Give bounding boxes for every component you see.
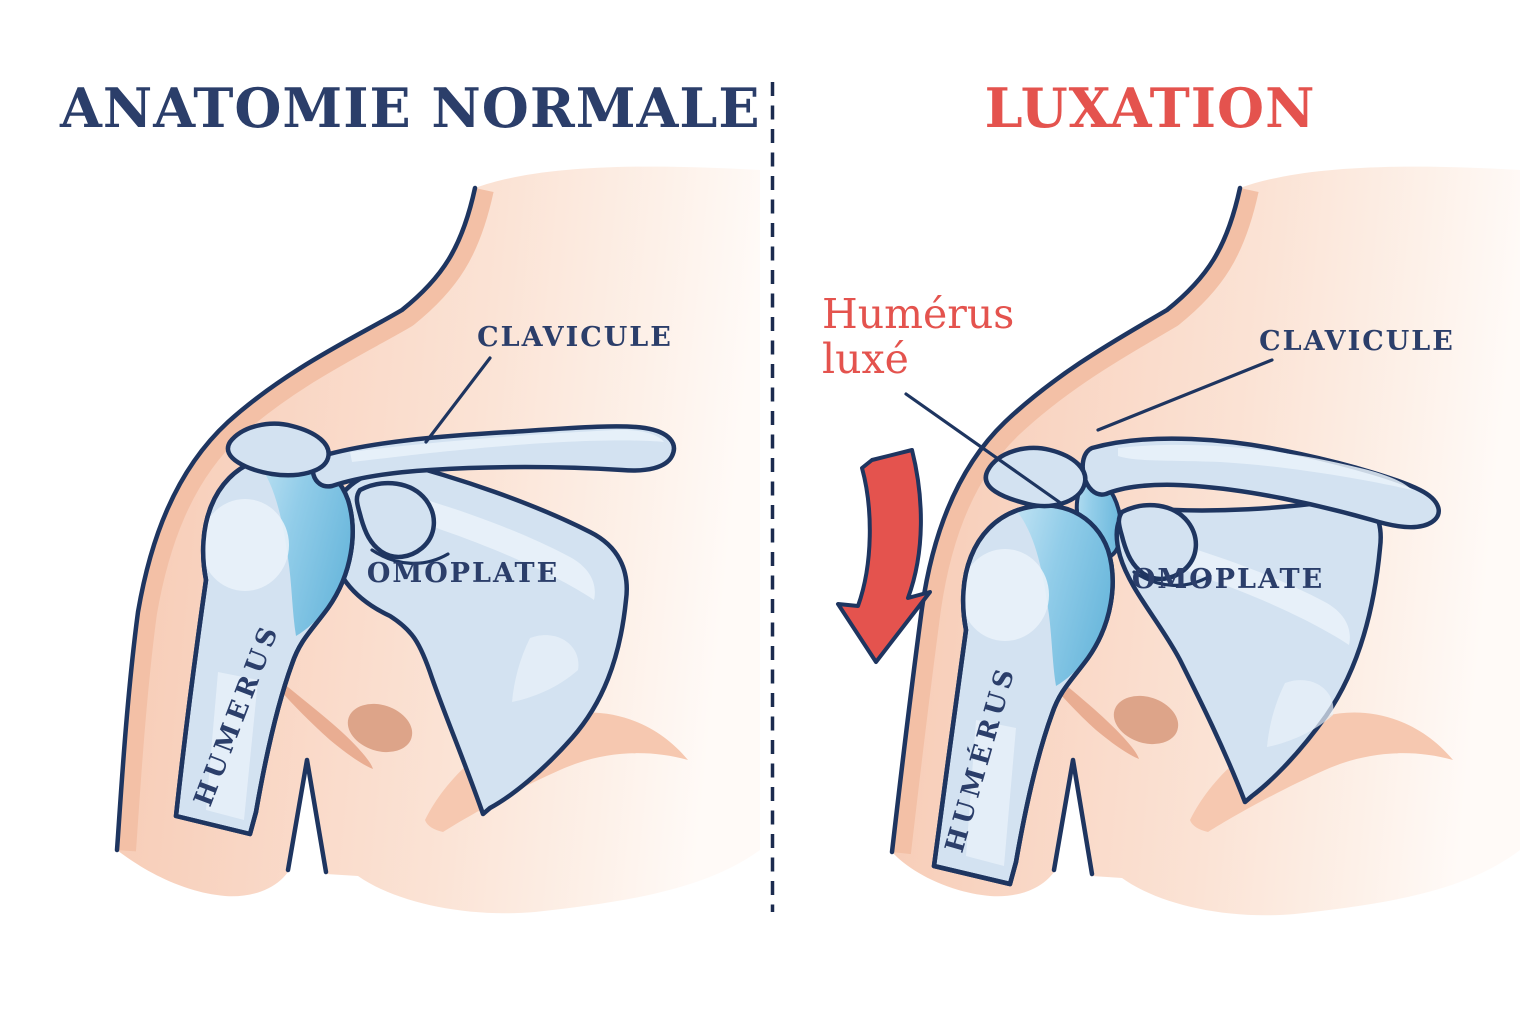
scapula-label: OMOPLATE [1132,564,1324,595]
scapula-highlight [1267,680,1334,747]
humeral-cartilage [1016,506,1111,686]
nipple [1113,695,1179,745]
humeral-head-highlight [961,549,1049,641]
coracoid-bone [1116,503,1198,582]
acromion-bone [983,445,1088,509]
humerus-shaft-highlight [206,672,258,820]
dislocated-humerus-label-line1: Humérus [822,290,1014,338]
armpit-fold [280,682,373,769]
armpit-crease [1051,757,1095,877]
coracoid-notch-line [370,548,450,565]
dislocated-humerus-leader-line [904,392,1064,506]
humeral-head-highlight [201,499,289,591]
nipple [347,703,413,753]
clavicle-label: CLAVICULE [1259,326,1455,357]
clavicle-leader-line [424,356,492,444]
coracoid-notch-line [1132,570,1212,587]
humeral-cartilage [256,456,351,636]
clavicle-highlight [1118,444,1412,490]
clavicle-label: CLAVICULE [477,322,673,353]
humerus-shaft-highlight [966,720,1016,866]
right-panel-title: LUXATION [984,76,1316,140]
scapula-highlight [1173,543,1350,645]
armpit-crease [285,757,329,875]
armpit-fold [1046,670,1139,759]
normal-anatomy-panel: CLAVICULE OMOPLATE HUMERUS [114,166,760,914]
body-silhouette-outline [114,185,478,853]
body-silhouette-outline [889,185,1243,855]
scapula-highlight [512,635,579,702]
acromion-bone [225,421,331,478]
clavicle-bone [310,424,677,489]
dislocation-arrow [836,448,932,664]
scapula-highlight [418,498,595,600]
pectoral-fold [1190,712,1453,832]
scapula-label: OMOPLATE [367,558,559,589]
clavicle-leader-line [1096,358,1274,432]
dislocated-humerus-label-line2: luxé [822,335,909,383]
luxation-panel: Humérus luxé CLAVICULE OMOPLATE HUMÉRUS [822,166,1520,916]
left-panel-title: ANATOMIE NORMALE [60,76,761,140]
humerus-outline [931,503,1115,887]
coracoid-bone [354,481,436,560]
clavicle-highlight [350,429,664,462]
